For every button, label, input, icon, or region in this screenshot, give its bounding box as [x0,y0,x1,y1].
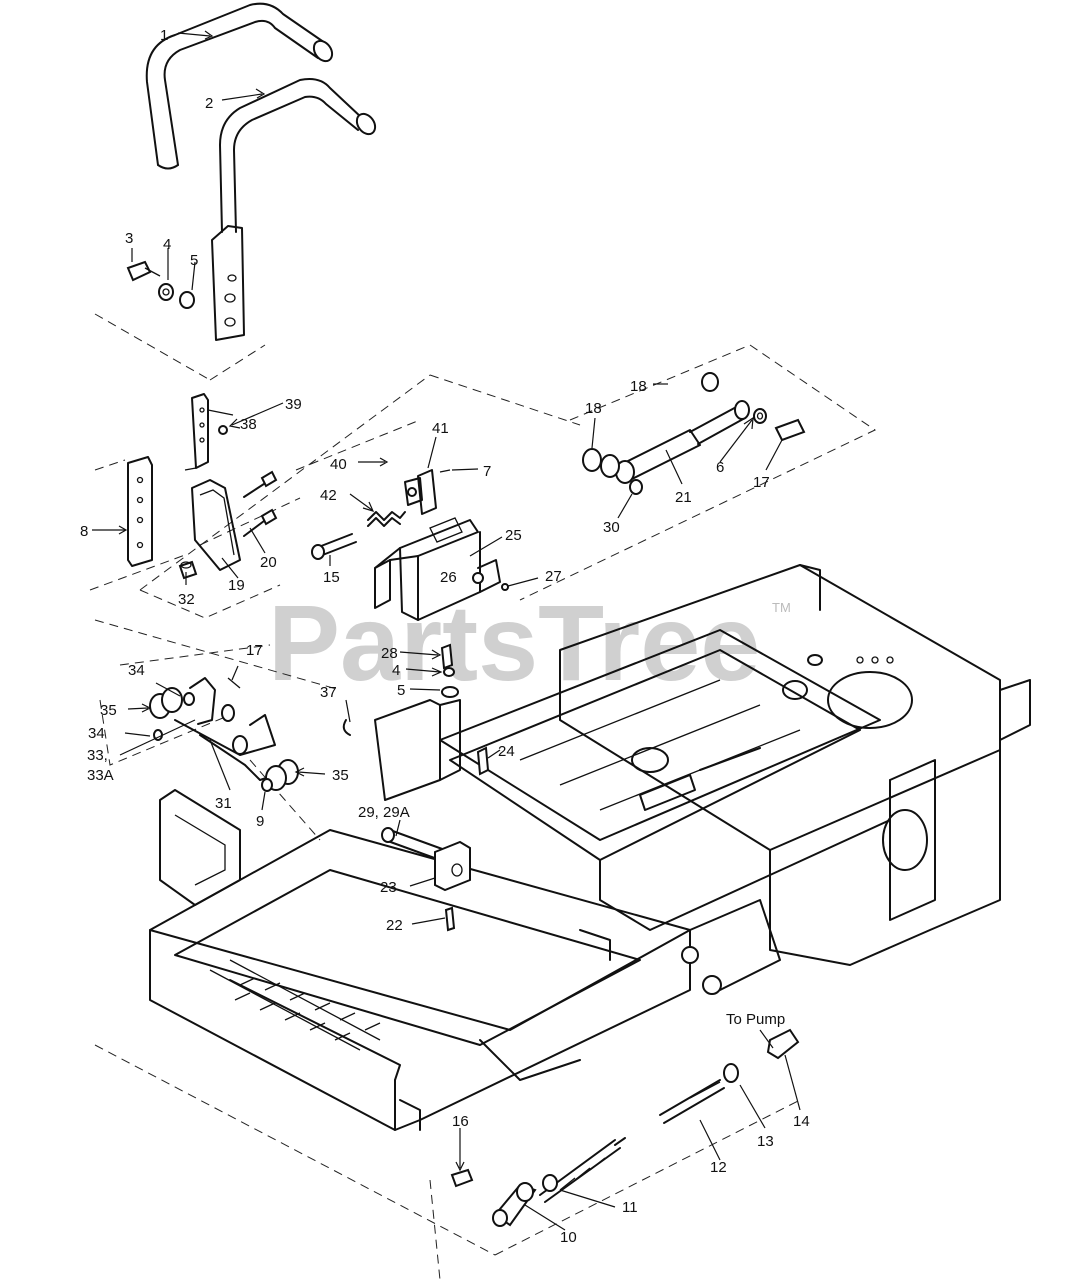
plate-19 [191,479,241,571]
callout-37: 37 [320,684,337,701]
callout-30: 30 [603,519,620,536]
callout-26: 26 [440,569,457,586]
callout-28: 28 [381,645,398,662]
gas-spring-21 [582,372,806,495]
callout-10: 10 [560,1229,577,1246]
callout-34-upper: 34 [128,662,145,679]
bracket-25 [374,517,509,621]
callout-6: 6 [716,459,724,476]
callout-24: 24 [498,743,515,760]
callout-7: 7 [483,463,491,480]
handle-bar-2 [211,78,377,341]
callout-35-left: 35 [100,702,117,719]
callout-25: 25 [505,527,522,544]
pin-15 [311,533,357,560]
callout-5: 5 [190,252,198,269]
to-pump-note: To Pump [726,1011,785,1028]
callout-5-lower: 5 [397,682,405,699]
callout-2: 2 [205,95,213,112]
callout-18-left: 18 [585,400,602,417]
bolts-20 [243,470,278,537]
watermark-tm: TM [772,600,791,615]
pivot-shaft-29 [381,827,471,932]
callout-38: 38 [240,416,257,433]
callout-42: 42 [320,487,337,504]
callout-39: 39 [285,396,302,413]
spring-42 [367,511,406,527]
callout-20: 20 [260,554,277,571]
spacer-32 [178,560,198,580]
watermark-text: PartsTree [268,582,760,703]
callout-12: 12 [710,1159,727,1176]
linkage-rods [450,1028,800,1227]
callout-19: 19 [228,577,245,594]
bracket-41 [404,469,451,515]
callout-4-lower: 4 [392,662,400,679]
callout-15: 15 [323,569,340,586]
callout-31: 31 [215,795,232,812]
callout-41: 41 [432,420,449,437]
bolt-washer-group-upper [126,260,195,309]
callout-33a: 33A [87,767,114,784]
callout-27: 27 [545,568,562,585]
callout-22: 22 [386,917,403,934]
callout-17-upper: 17 [753,474,770,491]
callout-35-right: 35 [332,767,349,784]
callout-29: 29, 29A [358,804,410,821]
callout-1: 1 [160,27,168,44]
bracket-38 [184,393,228,471]
callout-18-top: 18 [630,378,647,395]
callout-3: 3 [125,230,133,247]
callout-14: 14 [793,1113,810,1130]
callout-17-lower: 17 [246,642,263,659]
callout-21: 21 [675,489,692,506]
callout-8: 8 [80,523,88,540]
leader-lines [92,30,801,1231]
callout-4: 4 [163,236,171,253]
callout-labels: 1 2 3 4 5 39 38 8 20 19 32 41 40 7 42 15… [80,27,810,1246]
bracket-8 [127,456,153,567]
callout-11: 11 [622,1199,638,1216]
control-arm-33 [149,677,299,792]
handle-bar-1 [145,2,334,170]
callout-33: 33, [87,747,108,764]
dashed-guide-lines [89,313,877,1280]
callout-32: 32 [178,591,195,608]
callout-34-lower: 34 [88,725,105,742]
callout-9: 9 [256,813,264,830]
callout-23: 23 [380,879,397,896]
callout-13: 13 [757,1133,774,1150]
mower-frame [149,564,1031,1131]
hydro-bracket [342,643,490,801]
callout-40: 40 [330,456,347,473]
callout-16: 16 [452,1113,469,1130]
